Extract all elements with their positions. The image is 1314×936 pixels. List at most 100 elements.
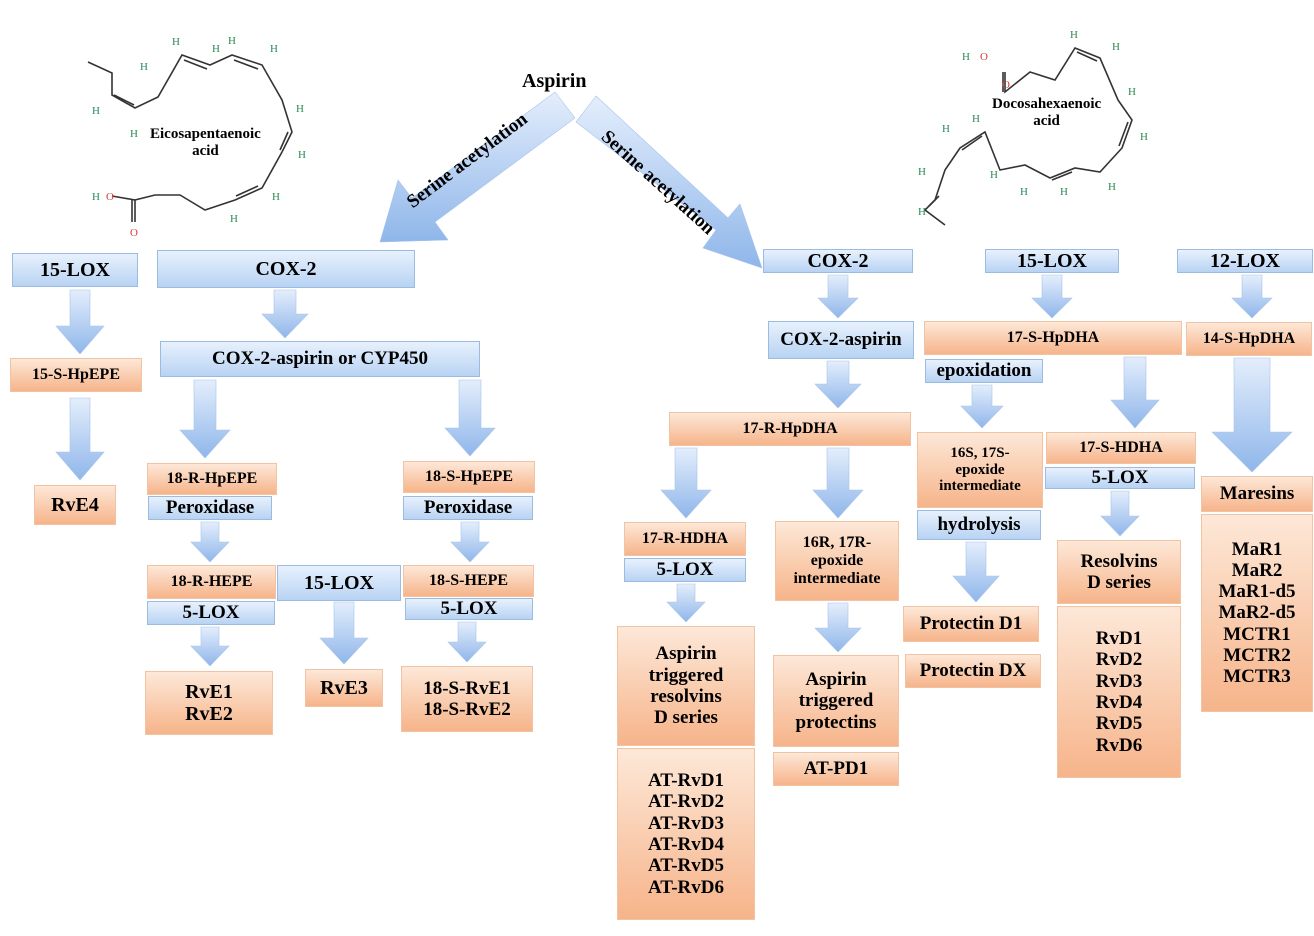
svg-text:H: H bbox=[1060, 186, 1068, 198]
eicosapentaenoic-acid-structure bbox=[87, 54, 293, 222]
5-lox-d-box: 5-LOX bbox=[1045, 467, 1195, 489]
at-pd1-box: AT-PD1 bbox=[773, 752, 899, 786]
svg-text:H: H bbox=[130, 128, 138, 140]
epa-name-label: Eicosapentaenoic acid bbox=[150, 126, 261, 160]
maresins-box: Maresins bbox=[1201, 476, 1313, 512]
svg-text:H: H bbox=[942, 123, 950, 135]
17-s-hdha-box: 17-S-HDHA bbox=[1046, 432, 1196, 464]
at-rvd-list-box: AT-RvD1 AT-RvD2 AT-RvD3 AT-RvD4 AT-RvD5 … bbox=[617, 748, 755, 920]
arrow-cox-2-to-cox-2-aspirin-dha bbox=[817, 274, 859, 319]
dha-hydrogen-labels: H H H H H H H H H H H H H bbox=[918, 29, 1148, 218]
arrow-5-lox-to-resolvins-d bbox=[1100, 490, 1140, 537]
arrow-peroxidase-s-to-18-s-hepe bbox=[450, 521, 490, 563]
5-lox-at-box: 5-LOX bbox=[624, 558, 746, 582]
18-s-rve-box: 18-S-RvE1 18-S-RvE2 bbox=[401, 666, 533, 732]
15-lox-mid-box: 15-LOX bbox=[277, 565, 401, 601]
18-r-hepe-box: 18-R-HEPE bbox=[147, 565, 276, 599]
5-lox-r-box: 5-LOX bbox=[147, 601, 275, 625]
svg-text:H: H bbox=[230, 213, 238, 225]
svg-text:H: H bbox=[1070, 29, 1078, 41]
svg-text:H: H bbox=[172, 36, 180, 48]
dha-name-label: Docosahexaenoic acid bbox=[992, 96, 1102, 130]
rve4-box: RvE4 bbox=[34, 485, 116, 525]
arrow-14-s-hpdha-to-maresins bbox=[1211, 357, 1293, 473]
svg-text:H: H bbox=[918, 206, 926, 218]
arrow-16r-epoxide-to-at-protectins bbox=[814, 602, 862, 653]
svg-text:O: O bbox=[980, 51, 988, 63]
svg-text:H: H bbox=[272, 191, 280, 203]
svg-text:H: H bbox=[228, 35, 236, 47]
arrow-15-s-hpepe-to-rve4 bbox=[55, 397, 105, 481]
arrow-12-lox-to-14-s-hpdha bbox=[1231, 274, 1273, 319]
arrow-cyp450-to-18-s-hpepe bbox=[444, 379, 496, 457]
cox-2-aspirin-box: COX-2-aspirin bbox=[768, 321, 914, 359]
svg-text:H: H bbox=[1108, 181, 1116, 193]
17-r-hdha-box: 17-R-HDHA bbox=[624, 522, 746, 556]
arrow-15-lox-to-15-s-hpepe bbox=[55, 289, 105, 355]
arrow-5-lox-to-at-resolvins bbox=[666, 583, 706, 623]
svg-text:H: H bbox=[92, 105, 100, 117]
hydrolysis-box: hydrolysis bbox=[917, 510, 1041, 540]
dha-cox-2-box: COX-2 bbox=[763, 249, 913, 273]
svg-text:H: H bbox=[918, 166, 926, 178]
dha-oxygen-labels: O O bbox=[980, 51, 1010, 91]
svg-text:H: H bbox=[270, 43, 278, 55]
arrow-15-lox-to-rve3 bbox=[319, 601, 369, 665]
aspirin-triggered-protectins-box: Aspirin triggered protectins bbox=[773, 655, 899, 747]
arrow-cox-2-to-cox-2-aspirin bbox=[261, 289, 309, 339]
serine-acetylation-right-arrow bbox=[575, 95, 763, 269]
svg-text:H: H bbox=[212, 43, 220, 55]
arrow-cox-2-aspirin-to-17-r-hpdha bbox=[814, 360, 862, 409]
arrow-17-s-hpdha-to-17-s-hdha bbox=[1110, 356, 1160, 429]
mar-list-box: MaR1 MaR2 MaR1-d5 MaR2-d5 MCTR1 MCTR2 MC… bbox=[1201, 514, 1313, 712]
serine-acetylation-left-arrow bbox=[379, 91, 576, 243]
12-lox-box: 12-LOX bbox=[1177, 249, 1313, 273]
peroxidase-r-box: Peroxidase bbox=[148, 496, 272, 520]
arrow-peroxidase-r-to-18-r-hepe bbox=[190, 521, 230, 563]
svg-text:H: H bbox=[1140, 131, 1148, 143]
svg-text:H: H bbox=[990, 169, 998, 181]
protectin-dx-box: Protectin DX bbox=[905, 654, 1041, 688]
svg-text:O: O bbox=[106, 191, 114, 203]
svg-text:H: H bbox=[92, 191, 100, 203]
14-s-hpdha-box: 14-S-HpDHA bbox=[1186, 322, 1312, 356]
arrow-15-lox-to-17-s-hpdha bbox=[1031, 274, 1073, 319]
arrow-17-r-hpdha-to-16r-epoxide bbox=[812, 447, 864, 519]
arrow-epoxidation-to-16s-epoxide bbox=[960, 384, 1004, 429]
arrow-cyp450-to-18-r-hpepe bbox=[179, 379, 231, 459]
peroxidase-s-box: Peroxidase bbox=[403, 496, 533, 520]
epa-cox-2-box: COX-2 bbox=[157, 250, 415, 288]
svg-text:H: H bbox=[1112, 41, 1120, 53]
svg-text:H: H bbox=[296, 103, 304, 115]
17-s-hpdha-box: 17-S-HpDHA bbox=[924, 321, 1182, 355]
cox-2-aspirin-or-cyp450-box: COX-2-aspirin or CYP450 bbox=[160, 341, 480, 377]
at-resolvins-d-series-box: Aspirin triggered resolvins D series bbox=[617, 626, 755, 746]
arrow-5-lox-r-to-rve1-rve2 bbox=[190, 626, 230, 667]
18-r-hpepe-box: 18-R-HpEPE bbox=[147, 463, 277, 495]
arrow-5-lox-s-to-18-s-rve bbox=[447, 621, 487, 663]
svg-text:H: H bbox=[1020, 186, 1028, 198]
svg-text:H: H bbox=[140, 61, 148, 73]
aspirin-label: Aspirin bbox=[522, 70, 587, 92]
svg-text:H: H bbox=[298, 149, 306, 161]
dha-15-lox-box: 15-LOX bbox=[985, 249, 1119, 273]
svg-text:H: H bbox=[972, 113, 980, 125]
svg-text:O: O bbox=[130, 227, 138, 239]
epa-oxygen-labels: O O bbox=[106, 191, 138, 239]
arrow-hydrolysis-to-protectin-d1 bbox=[952, 541, 1000, 603]
svg-text:H: H bbox=[962, 51, 970, 63]
epoxidation-box: epoxidation bbox=[925, 359, 1043, 383]
16r-17r-epoxide-box: 16R, 17R- epoxide intermediate bbox=[775, 521, 899, 601]
18-s-hepe-box: 18-S-HEPE bbox=[403, 565, 534, 597]
17-r-hpdha-box: 17-R-HpDHA bbox=[669, 412, 911, 446]
svg-text:O: O bbox=[1002, 79, 1010, 91]
svg-text:H: H bbox=[1128, 86, 1136, 98]
rve3-box: RvE3 bbox=[305, 669, 383, 707]
docosahexaenoic-acid-structure bbox=[923, 47, 1133, 226]
15-s-hpepe-box: 15-S-HpEPE bbox=[10, 358, 142, 392]
5-lox-s-box: 5-LOX bbox=[405, 598, 533, 620]
epa-15-lox-box: 15-LOX bbox=[12, 253, 138, 287]
18-s-hpepe-box: 18-S-HpEPE bbox=[403, 461, 535, 493]
